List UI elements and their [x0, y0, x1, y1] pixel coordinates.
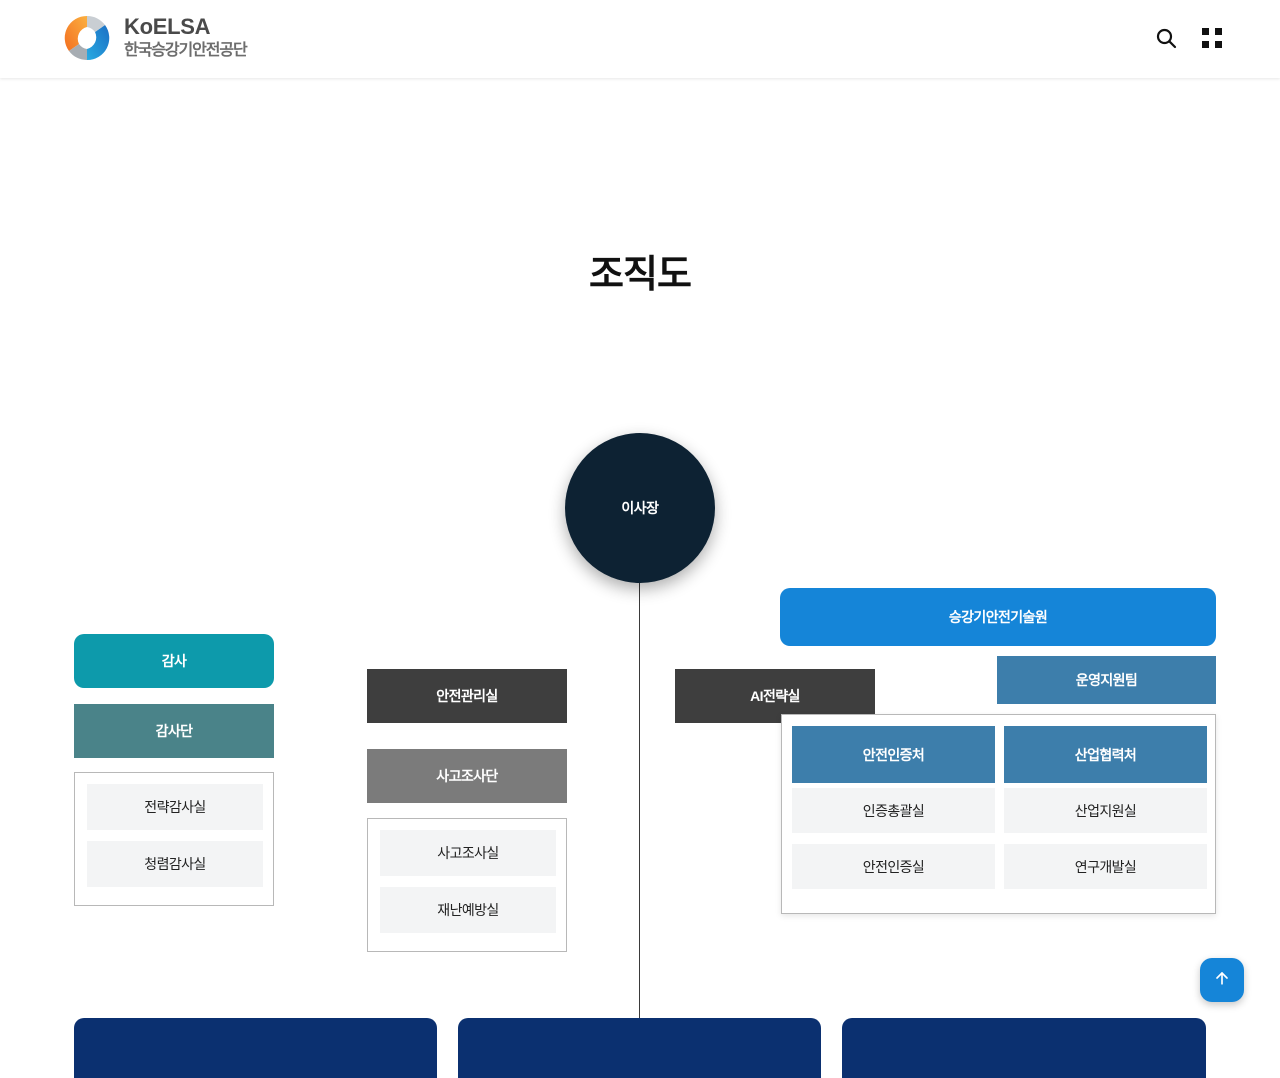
site-logo[interactable]: KoELSA 한국승강기안전공단 [62, 13, 248, 63]
org-group-institute-columns: 안전인증처 인증총괄실 안전인증실 산업협력처 산업지원실 연구개발실 [781, 714, 1216, 914]
org-node-institute-col2-header[interactable]: 산업협력처 [1004, 726, 1207, 783]
arrow-up-icon [1212, 968, 1232, 993]
org-node-safety-division[interactable]: 사고조사단 [367, 749, 567, 803]
org-node-institute-col1-team-2[interactable]: 안전인증실 [792, 844, 995, 889]
scroll-to-top-button[interactable] [1200, 958, 1244, 1002]
org-node-bottom-2[interactable] [458, 1018, 821, 1078]
site-header: KoELSA 한국승강기안전공단 [0, 0, 1280, 78]
org-node-bottom-1[interactable] [74, 1018, 437, 1078]
search-icon[interactable] [1154, 26, 1178, 50]
org-node-safety-head[interactable]: 안전관리실 [367, 669, 567, 723]
org-node-safety-team-2[interactable]: 재난예방실 [380, 887, 556, 933]
org-node-institute-support[interactable]: 운영지원팀 [997, 656, 1216, 704]
org-node-audit-team-2[interactable]: 청렴감사실 [87, 841, 263, 887]
org-node-bottom-3[interactable] [842, 1018, 1206, 1078]
org-node-institute-col1-team-1[interactable]: 인증총괄실 [792, 788, 995, 833]
org-group-audit-teams: 전략감사실 청렴감사실 [74, 772, 274, 906]
org-node-audit-head[interactable]: 감사 [74, 634, 274, 688]
org-node-institute-head[interactable]: 승강기안전기술원 [780, 588, 1216, 646]
logo-title: KoELSA [124, 13, 211, 39]
org-node-root[interactable]: 이사장 [565, 433, 715, 583]
org-node-audit-team-1[interactable]: 전략감사실 [87, 784, 263, 830]
org-group-safety-teams: 사고조사실 재난예방실 [367, 818, 567, 952]
org-node-audit-division[interactable]: 감사단 [74, 704, 274, 758]
header-actions [1154, 26, 1222, 50]
org-node-institute-col2-team-2[interactable]: 연구개발실 [1004, 844, 1207, 889]
org-chart: 이사장 감사 감사단 전략감사실 청렴감사실 안전관리실 사고조사단 사고조사실… [0, 78, 1280, 1078]
koelsa-swirl-logo-icon [62, 13, 112, 63]
chart-connector-line [639, 508, 640, 1024]
page-body: 조직도 이사장 감사 감사단 전략감사실 청렴감사실 안전관리실 사고조사단 사… [0, 78, 1280, 1078]
logo-subtitle: 한국승강기안전공단 [124, 42, 248, 60]
org-node-institute-col1-header[interactable]: 안전인증처 [792, 726, 995, 783]
page-title: 조직도 [589, 254, 692, 296]
grid-menu-icon[interactable] [1202, 28, 1222, 48]
org-node-institute-col2-team-1[interactable]: 산업지원실 [1004, 788, 1207, 833]
org-node-safety-team-1[interactable]: 사고조사실 [380, 830, 556, 876]
